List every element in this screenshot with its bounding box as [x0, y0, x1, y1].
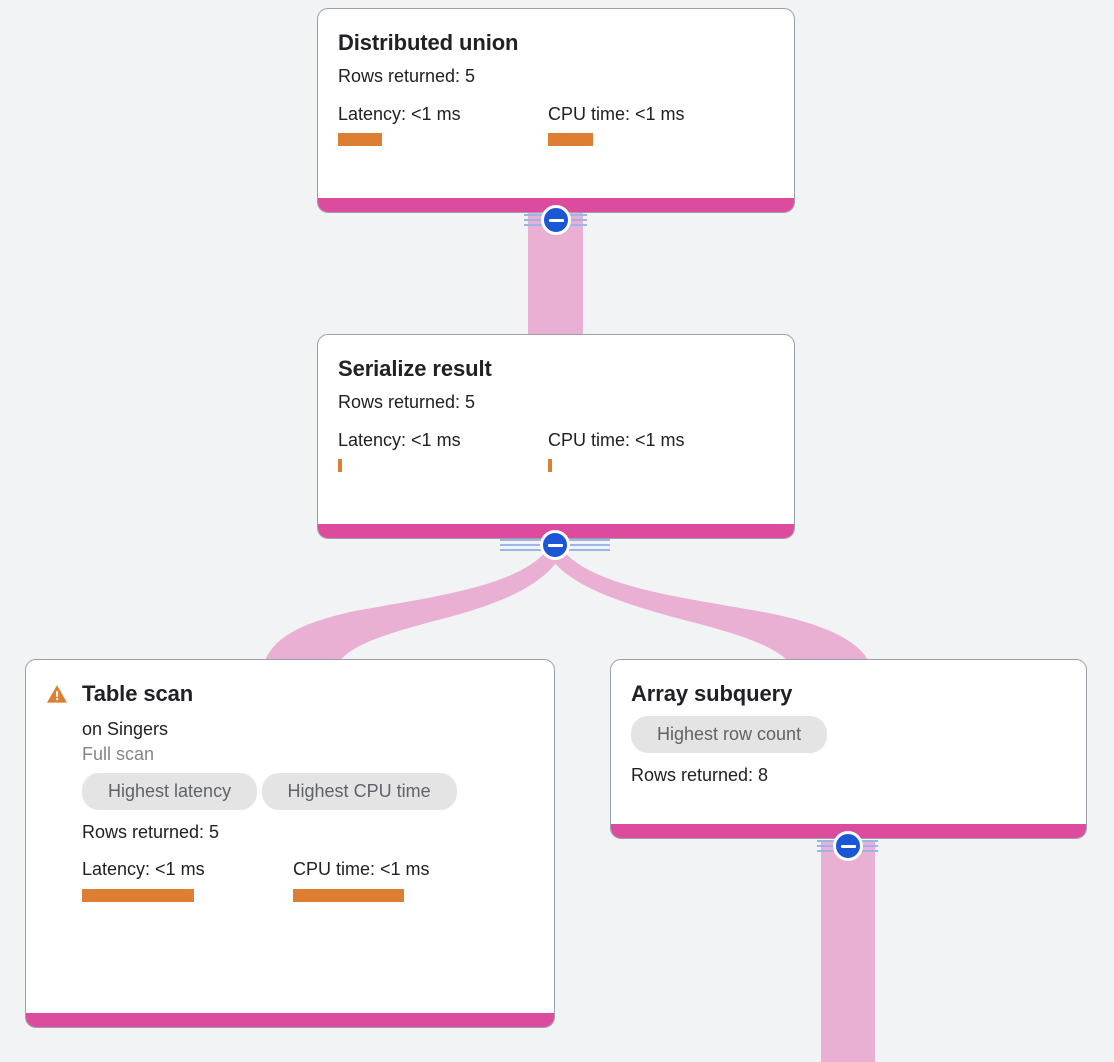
chip-highest-cpu-time[interactable]: Highest CPU time	[261, 773, 457, 810]
latency-bar	[338, 459, 342, 473]
node-body: Distributed union Rows returned: 5 Laten…	[318, 9, 794, 160]
node-array-subquery[interactable]: Array subquery Highest row count Rows re…	[610, 659, 1087, 839]
node-footer-bar	[26, 1013, 554, 1027]
node-distributed-union[interactable]: Distributed union Rows returned: 5 Laten…	[317, 8, 795, 213]
minus-icon	[547, 543, 563, 547]
chip-highest-latency[interactable]: Highest latency	[82, 773, 258, 810]
latency-label: Latency: <1 ms	[338, 429, 461, 450]
latency-metric: Latency: <1 ms	[338, 104, 548, 147]
node-title-row: Serialize result	[338, 356, 774, 381]
cpu-metric: CPU time: <1 ms	[293, 859, 430, 902]
cpu-time-bar	[548, 133, 593, 147]
chip-list: Highest latency Highest CPU time	[82, 773, 534, 817]
cpu-metric: CPU time: <1 ms	[548, 430, 685, 473]
latency-metric: Latency: <1 ms	[82, 859, 293, 902]
node-title: Distributed union	[338, 30, 519, 55]
node-subtitle: on Singers	[82, 719, 169, 740]
metrics-row: Latency: <1 ms CPU time: <1 ms	[82, 859, 534, 902]
edge-array-subquery-to-child	[821, 840, 875, 1062]
collapse-button-array-subquery[interactable]	[833, 831, 863, 861]
metrics-row: Latency: <1 ms CPU time: <1 ms	[338, 104, 774, 147]
cpu-time-label: CPU time: <1 ms	[548, 429, 685, 450]
collapse-button-distributed-union[interactable]	[541, 205, 571, 235]
node-title-row: Array subquery	[631, 681, 1066, 706]
latency-bar-track	[82, 888, 293, 902]
edge-serialize-result-to-array-subquery	[548, 549, 870, 664]
minus-icon	[840, 844, 856, 848]
metrics-row: Latency: <1 ms CPU time: <1 ms	[338, 430, 774, 473]
latency-label: Latency: <1 ms	[82, 859, 205, 880]
rows-returned: Rows returned: 5	[338, 66, 476, 87]
node-title: Array subquery	[631, 681, 793, 706]
warning-icon	[47, 685, 67, 703]
cpu-bar-track	[548, 459, 685, 473]
node-body: Table scan on Singers Full scan Highest …	[26, 660, 554, 916]
node-title: Serialize result	[338, 356, 492, 381]
node-body: Array subquery Highest row count Rows re…	[611, 660, 1086, 800]
rows-returned: Rows returned: 8	[631, 764, 769, 785]
edge-serialize-result-to-table-scan	[264, 549, 562, 664]
latency-bar	[82, 888, 194, 902]
latency-bar-track	[338, 459, 548, 473]
chip-highest-row-count[interactable]: Highest row count	[631, 716, 828, 753]
node-scan-type: Full scan	[82, 743, 155, 764]
cpu-time-bar	[548, 459, 552, 473]
latency-bar	[338, 133, 382, 147]
cpu-bar-track	[293, 888, 430, 902]
cpu-bar-track	[548, 133, 685, 147]
rows-returned: Rows returned: 5	[82, 821, 220, 842]
node-serialize-result[interactable]: Serialize result Rows returned: 5 Latenc…	[317, 334, 795, 539]
cpu-time-label: CPU time: <1 ms	[293, 859, 430, 880]
collapse-button-serialize-result[interactable]	[540, 530, 570, 560]
latency-label: Latency: <1 ms	[338, 103, 461, 124]
node-table-scan[interactable]: Table scan on Singers Full scan Highest …	[25, 659, 555, 1028]
latency-metric: Latency: <1 ms	[338, 430, 548, 473]
cpu-time-bar	[293, 888, 404, 902]
node-title: Table scan	[82, 681, 194, 706]
minus-icon	[548, 218, 564, 222]
node-title-row: Table scan	[46, 681, 534, 706]
cpu-time-label: CPU time: <1 ms	[548, 103, 685, 124]
node-title-row: Distributed union	[338, 30, 774, 55]
cpu-metric: CPU time: <1 ms	[548, 104, 685, 147]
node-body: Serialize result Rows returned: 5 Latenc…	[318, 335, 794, 486]
chip-list: Highest row count	[631, 716, 1066, 760]
rows-returned: Rows returned: 5	[338, 392, 476, 413]
latency-bar-track	[338, 133, 548, 147]
